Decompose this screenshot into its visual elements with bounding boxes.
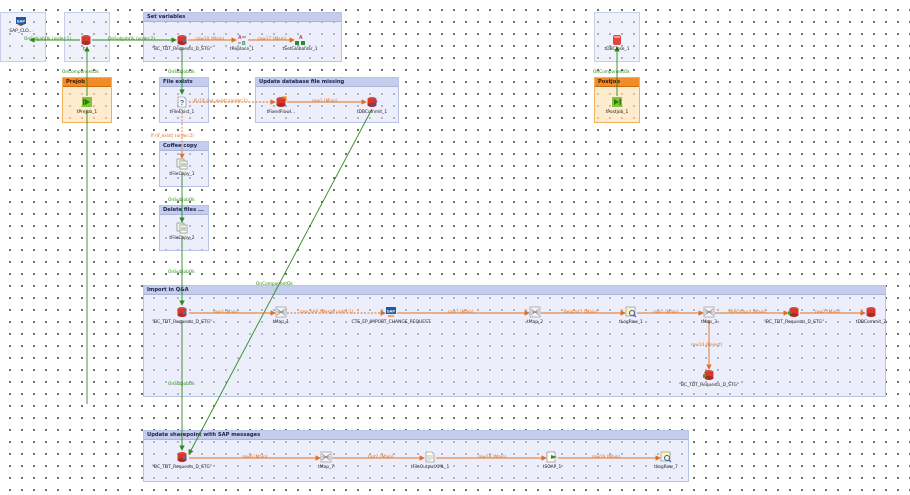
db-input-icon[interactable] [176, 451, 188, 463]
label-row10: row10 (Main) [196, 37, 225, 42]
label-row3: row3 (Main) [213, 310, 239, 315]
label-on-subjob-ok-2: OnSubjobOk (order:2) [108, 37, 155, 42]
label-row18: row18 (Main) [478, 455, 507, 460]
db-output-reject-label: "BC_TDT_Requests_D_STG" [679, 383, 739, 388]
file-output-icon[interactable] [424, 451, 436, 463]
sap-bapi-icon[interactable]: SAP [385, 306, 397, 318]
subjob-update-status[interactable]: Update sharepoint with SAP messages [143, 430, 689, 482]
file-delete-icon[interactable] [176, 222, 188, 234]
set-global-icon[interactable]: A [294, 34, 306, 46]
label-if-exist: If (if_exist) (order:2) [151, 134, 194, 139]
subjob-title-set-variables: Set variables [144, 13, 341, 22]
map-icon[interactable] [529, 306, 541, 318]
label-on-subjob-ok-file: OnSubjobOk [168, 70, 195, 75]
map-3-label: tMap_3 [701, 320, 717, 325]
label-row5: row5 (Main) [653, 310, 679, 315]
label-on-subjob-ok-1: OnSubjobOk (order:1) [24, 37, 71, 42]
log-row-icon[interactable] [660, 451, 672, 463]
sap-bapi-label: CTS_EP_IMPORT_CHANGE_REQUEST [351, 320, 431, 325]
postjob-icon[interactable] [611, 96, 623, 108]
label-row17: row17 (Main) [258, 37, 287, 42]
svg-text:SAP: SAP [17, 18, 26, 23]
subjob-import[interactable]: Import in Q&A [143, 285, 886, 397]
soap-icon[interactable] [546, 451, 558, 463]
db-connection-icon[interactable] [80, 34, 92, 46]
svg-text:B: B [242, 41, 246, 46]
label-on-component-ok-pre: OnComponentOk [62, 70, 99, 75]
map-1-label: tMap_1 [273, 320, 289, 325]
db-input-imp-label: "BC_TDT_Requests_D_STG" [152, 320, 212, 325]
prejob-label: tPrejob_1 [76, 110, 98, 115]
db-commit-2-label: tDBCommit_2 [855, 320, 887, 325]
label-row19: row19 (Main) [592, 455, 621, 460]
sap-close-label: SAP_CLO... [9, 29, 33, 34]
conn-top-label: t... [83, 47, 89, 52]
file-output-label: tFileOutputXML_1 [410, 465, 450, 470]
label-out2: Out2 (Main) [368, 455, 394, 460]
db-commit-icon[interactable] [366, 96, 378, 108]
set-global-label: tSetGlobalVar_1 [282, 47, 318, 52]
db-close-label: tDBClose_1 [604, 47, 630, 52]
fixed-row-label: tFixedFlowI... [266, 110, 296, 115]
map-icon[interactable] [275, 306, 287, 318]
log-row-icon[interactable] [625, 306, 637, 318]
file-copy-label: tFileCopy_1 [169, 172, 195, 177]
label-on-subjob-ok-imp: OnSubjobOk [168, 382, 195, 387]
fixed-flow-icon[interactable] [275, 96, 287, 108]
db-commit-1-label: tDBCommit_1 [356, 110, 388, 115]
map-4-label: tMap_7 [318, 465, 334, 470]
label-on-subjob-ok-copy: OnSubjobOk [168, 198, 195, 203]
svg-text:?: ? [180, 100, 184, 107]
log-row-label: tLogRow_1 [619, 320, 643, 325]
postjob-label: tPostjob_1 [605, 110, 629, 115]
db-output-imp-label: "BC_TDT_Requests_D_STG" [764, 320, 824, 325]
prejob-icon[interactable] [81, 96, 93, 108]
label-if-not-exist: If (!if_not_exist) (order:1) [194, 99, 248, 104]
file-copy-icon[interactable] [176, 158, 188, 170]
db-output-icon[interactable] [703, 369, 715, 381]
label-row1: row1 (Main) [312, 99, 338, 104]
soap-label: tSOAP_1 [542, 465, 562, 470]
map-2-label: tMap_2 [527, 320, 543, 325]
subjob-title-file-exists: File exists [160, 78, 208, 87]
label-row-sap: row_SAP (Merge order:1) [300, 310, 354, 315]
label-on-component-ok-commit: OnComponentOk [256, 282, 293, 287]
label-row14: row14 (Reject) [691, 343, 723, 348]
db-output-icon[interactable] [788, 306, 800, 318]
log-row-2-label: tLogRow_7 [654, 465, 678, 470]
subjob-title-import: Import in Q&A [144, 286, 885, 295]
subjob-title-delete: Delete files ... [160, 206, 208, 215]
label-row2: row2 (Main) [815, 310, 841, 315]
map-icon[interactable] [703, 306, 715, 318]
file-exist-icon[interactable]: ? [176, 96, 188, 108]
label-row6: row6 (Main) [242, 455, 268, 460]
svg-text:SAP: SAP [387, 308, 396, 313]
subjob-title-update-db-missing: Update database file missing [256, 78, 398, 87]
subjob-title-copy: Coffee copy [160, 142, 208, 151]
replace-label: tReplace_1 [229, 47, 255, 52]
label-on-subjob-ok-delete: OnSubjobOk [168, 270, 195, 275]
file-exist-label: tFileExist_1 [169, 110, 195, 115]
sap-icon[interactable]: SAP [15, 15, 27, 27]
label-row7: row7 (Main) [448, 310, 474, 315]
db-commit-icon[interactable] [865, 306, 877, 318]
label-sapoutput: SAPOutput (Main) [728, 310, 767, 315]
subjob-title-update-status: Update sharepoint with SAP messages [144, 431, 688, 440]
svg-text:A: A [299, 35, 303, 41]
svg-text:A: A [238, 35, 242, 41]
db-input-icon[interactable] [176, 306, 188, 318]
label-on-component-ok-post: OnComponentOk [593, 70, 630, 75]
db-close-icon[interactable] [611, 34, 623, 46]
db-input-set-label: "BC_TDT_Requests_D_STG" [152, 47, 212, 52]
map-icon[interactable] [320, 451, 332, 463]
db-input-upd-label: "BC_TDT_Requests_D_STG" [152, 465, 212, 470]
db-input-icon[interactable] [176, 34, 188, 46]
file-delete-label: tFileCopy_2 [169, 236, 195, 241]
label-reqout: ReqOut1 (Main) [564, 310, 598, 315]
link-on-component-ok-commit[interactable] [188, 108, 373, 455]
